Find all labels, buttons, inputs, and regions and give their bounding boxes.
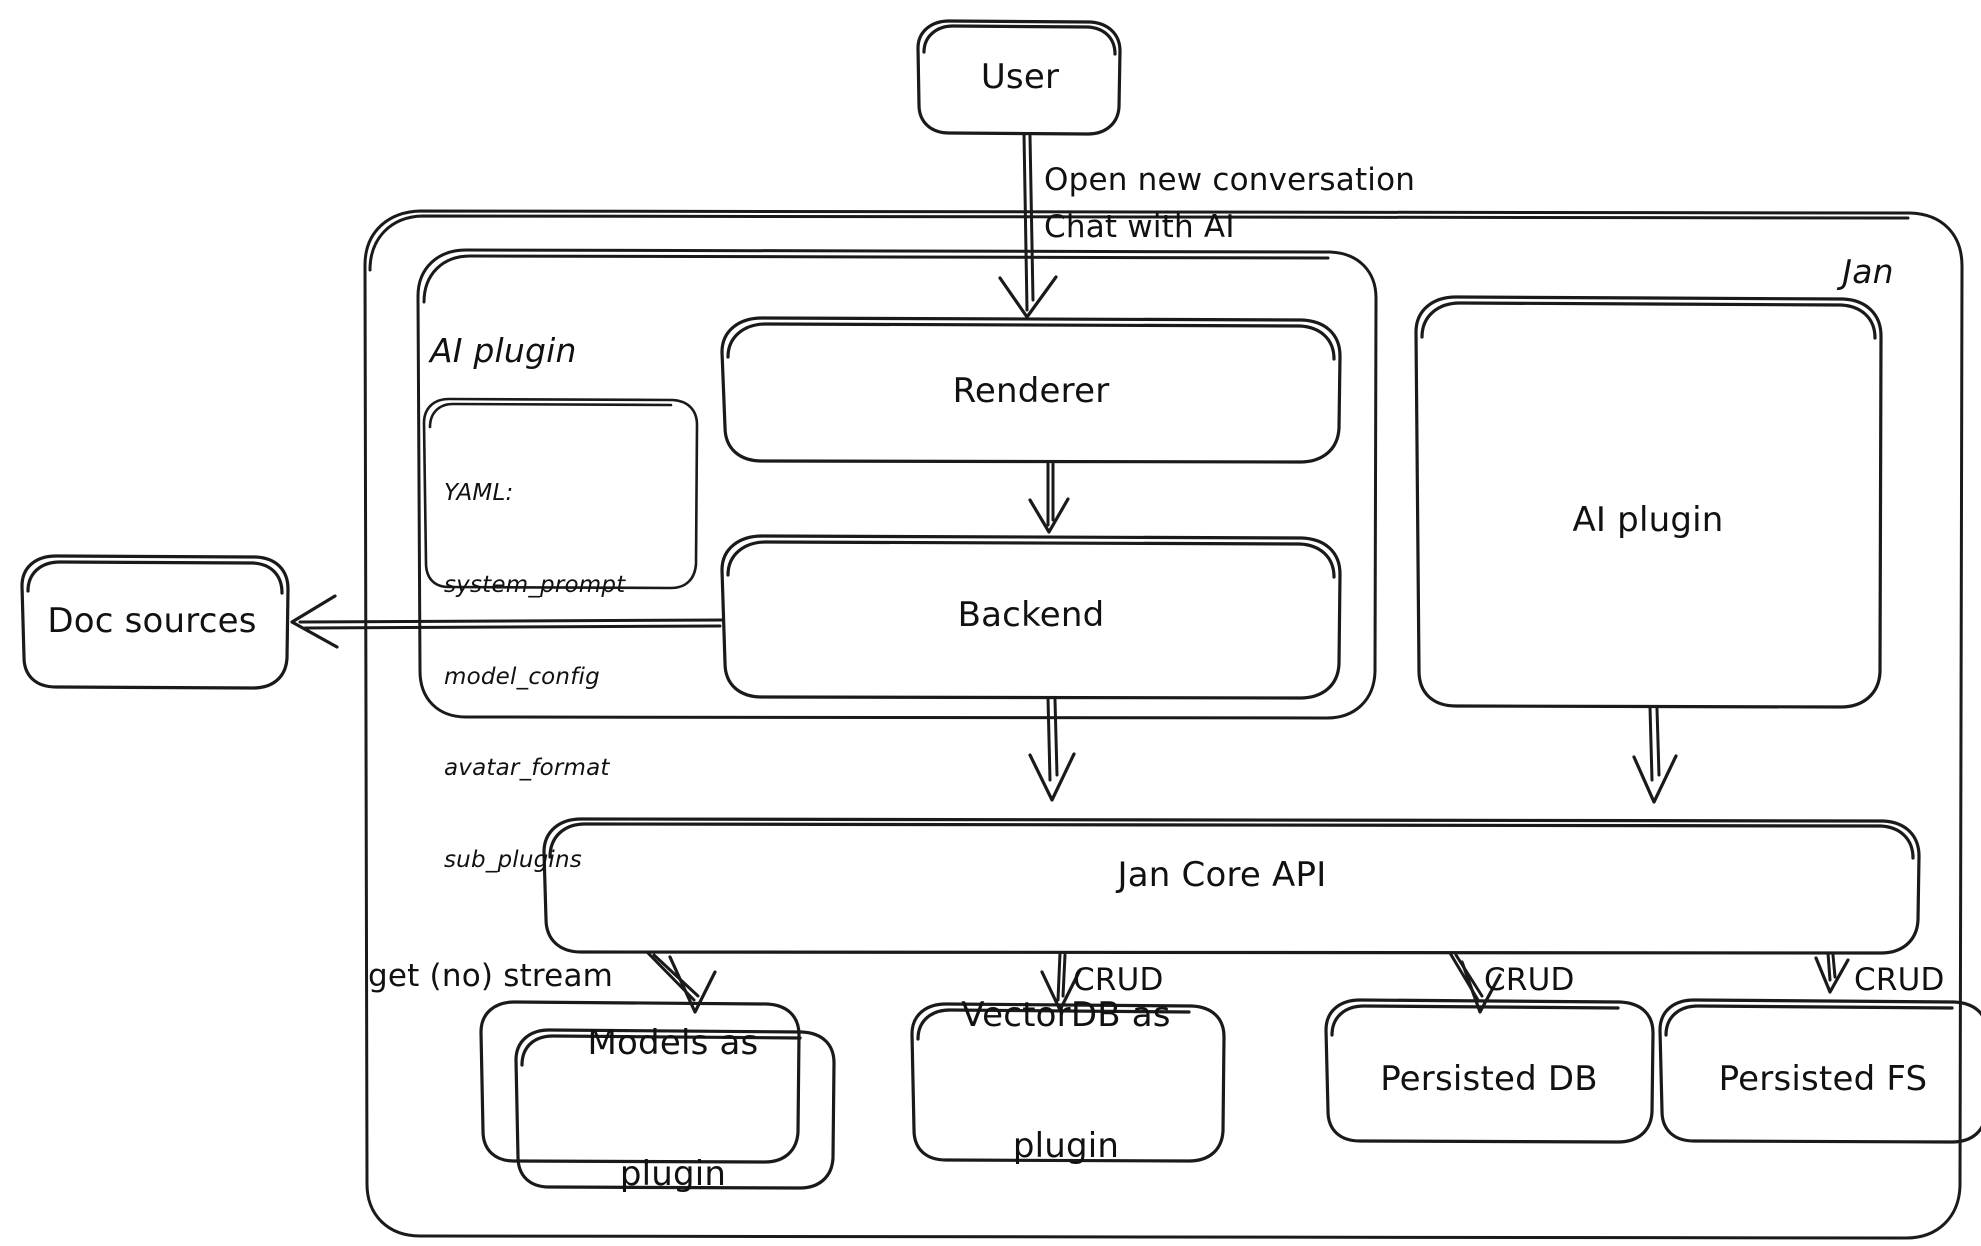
yaml-key-model-config: model_config: [444, 663, 600, 690]
ai-plugin-container-label: AI plugin: [430, 331, 577, 370]
edge-label-crud-persisted-fs: CRUD: [1854, 962, 1945, 998]
node-vectordb-plugin-line2: plugin: [1012, 1125, 1120, 1166]
edge-core-api-to-vectordb: [1040, 951, 1082, 1012]
edge-label-crud-persisted-db: CRUD: [1484, 962, 1575, 998]
models-plugin-box-shape: [479, 1000, 836, 1190]
user-box-shape: [916, 19, 1122, 136]
node-models-plugin[interactable]: Models as plugin: [588, 935, 759, 1246]
node-backend-label[interactable]: Backend: [957, 595, 1105, 636]
edge-label-get-no-stream: get (no) stream: [368, 958, 614, 994]
edge-label-chat-with-ai: Chat with AI: [1044, 209, 1235, 245]
node-persisted-fs-label[interactable]: Persisted FS: [1718, 1059, 1928, 1100]
vectordb-plugin-box-shape: [910, 1002, 1226, 1163]
edge-backend-to-core-api: [1028, 696, 1076, 802]
yaml-key-avatar-format: avatar_format: [444, 755, 610, 782]
jan-core-api-box-shape: [542, 817, 1921, 955]
node-user-label[interactable]: User: [980, 57, 1060, 98]
edge-renderer-to-backend: [1028, 460, 1070, 534]
edge-user-to-renderer: [998, 132, 1058, 319]
edge-core-api-to-models: [646, 951, 717, 1014]
yaml-config-block: YAML: system_prompt model_config avatar_…: [444, 417, 625, 937]
ai-plugin-right-box-shape: [1414, 295, 1883, 709]
yaml-header: YAML:: [444, 480, 514, 507]
edge-core-api-to-persisted-fs: [1814, 951, 1850, 994]
doc-sources-box-shape: [20, 554, 290, 690]
node-models-plugin-line2: plugin: [619, 1153, 727, 1194]
edge-backend-to-doc-sources: [290, 594, 724, 649]
persisted-fs-box-shape: [1658, 998, 1981, 1144]
yaml-key-sub-plugins: sub_plugins: [444, 847, 582, 874]
node-renderer-label[interactable]: Renderer: [952, 371, 1110, 412]
backend-box-shape: [720, 534, 1342, 700]
edge-label-open-new-conversation: Open new conversation: [1044, 162, 1416, 198]
renderer-box-shape: [720, 316, 1342, 464]
jan-container-label: Jan: [1842, 251, 1894, 291]
jan-container-shape: [363, 209, 1964, 1240]
node-ai-plugin-right-label[interactable]: AI plugin: [1572, 500, 1724, 541]
node-doc-sources-label[interactable]: Doc sources: [47, 601, 257, 642]
node-models-plugin-line1: Models as: [587, 1022, 759, 1063]
edge-label-crud-vectordb: CRUD: [1073, 962, 1164, 998]
node-persisted-db-label[interactable]: Persisted DB: [1380, 1059, 1598, 1100]
persisted-db-box-shape: [1324, 998, 1655, 1144]
edge-ai-plugin-to-core-api: [1632, 705, 1678, 804]
yaml-key-system-prompt: system_prompt: [444, 571, 626, 598]
yaml-box-shape: [422, 397, 699, 590]
node-jan-core-api-label[interactable]: Jan Core API: [1117, 855, 1327, 896]
edge-core-api-to-persisted-db: [1448, 951, 1502, 1014]
ai-plugin-container-shape: [416, 248, 1378, 720]
node-vectordb-plugin-line1: VectorDB as: [961, 994, 1171, 1035]
node-vectordb-plugin[interactable]: VectorDB as plugin: [961, 907, 1170, 1246]
